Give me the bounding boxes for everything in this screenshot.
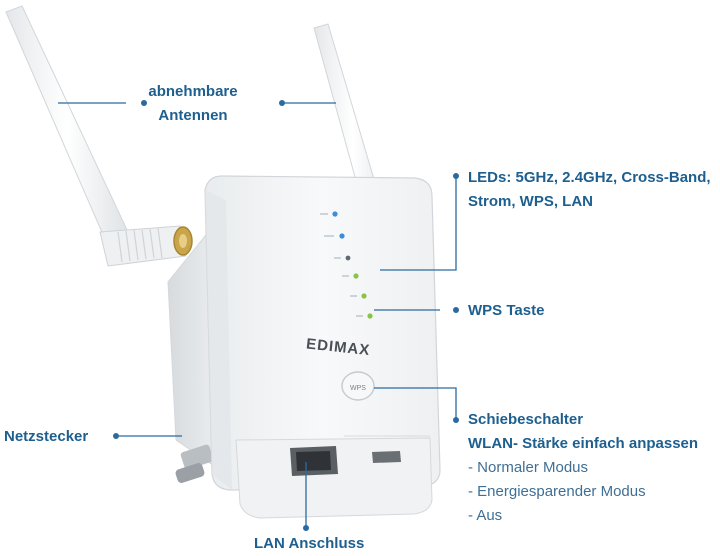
switch-callout-line2: WLAN- Stärke einfach anpassen xyxy=(468,435,699,452)
led-5ghz xyxy=(332,211,338,217)
leds-callout-line1: LEDs: 5GHz, 2.4GHz, Cross-Band, xyxy=(468,169,711,186)
antenna-callout: abnehmbare Antennen xyxy=(138,80,248,128)
switch-modes: - Normaler Modus - Energiesparender Modu… xyxy=(468,456,646,528)
lan-callout: LAN Anschluss xyxy=(254,535,365,552)
leds-callout: LEDs: 5GHz, 2.4GHz, Cross-Band, Strom, W… xyxy=(468,166,711,214)
led-panel xyxy=(320,211,373,319)
switch-callout-line1: Schiebeschalter xyxy=(468,411,584,428)
router-body xyxy=(204,175,441,519)
switch-mode-normal: - Normaler Modus xyxy=(468,459,589,476)
switch-mode-off: - Aus xyxy=(468,507,503,524)
led-power xyxy=(353,273,359,279)
brand-logo: EDIMAX xyxy=(305,335,371,359)
callout-lines xyxy=(58,102,457,528)
wps-button-label: WPS xyxy=(350,385,366,392)
led-wps xyxy=(361,293,367,299)
callout-dots xyxy=(113,100,459,531)
wps-button: WPS xyxy=(341,371,375,401)
led-crossband xyxy=(345,255,351,261)
wps-callout: WPS Taste xyxy=(468,302,545,319)
left-antenna xyxy=(5,5,193,267)
led-lan xyxy=(367,313,373,319)
antenna-callout-line2: Antennen xyxy=(158,107,228,124)
led-2ghz xyxy=(339,233,345,239)
switch-callout: Schiebeschalter WLAN- Stärke einfach anp… xyxy=(468,408,698,456)
leds-callout-line2: Strom, WPS, LAN xyxy=(468,193,594,210)
switch-mode-eco: - Energiesparender Modus xyxy=(468,483,646,500)
plug-callout: Netzstecker xyxy=(4,428,89,445)
antenna-callout-line1: abnehmbare xyxy=(148,83,238,100)
